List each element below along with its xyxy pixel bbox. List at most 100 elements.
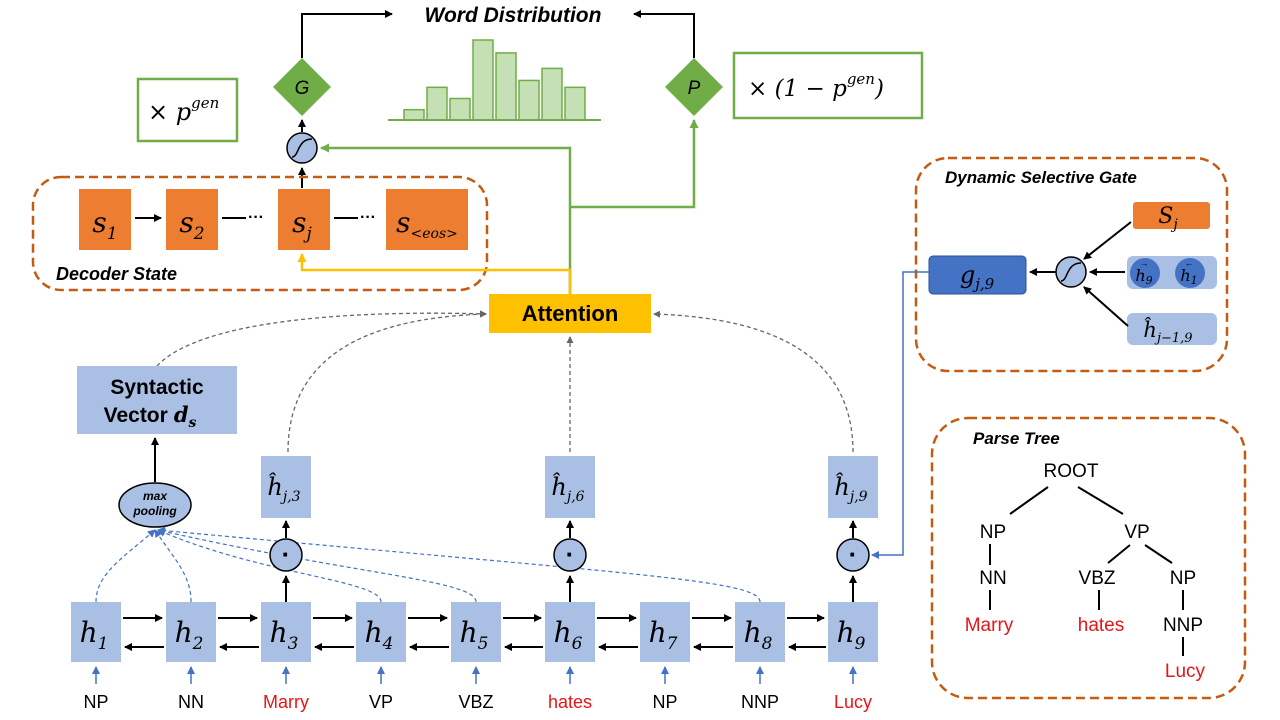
pooling-dashed-link [95,529,156,603]
odot-symbol: · [849,539,858,569]
encoder-cell-label: h4 [365,616,394,654]
gate-h1-text: h1 [1180,266,1197,287]
encoder-cell-box [71,602,121,662]
tree-node-lucy: Lucy [1165,661,1206,682]
tree-node-hates: hates [1078,615,1124,636]
tree-title: Parse Tree [973,429,1060,448]
pgen-text: × pgen [148,94,219,126]
tree-dashed-border [930,416,1247,700]
input-token-label: Lucy [834,692,872,712]
g-to-title-arrow [301,10,393,58]
distribution-bar [426,86,448,121]
decoder-label: Decoder State [56,264,177,284]
encoder-cell-box [166,602,216,662]
selected-hidden-label: ĥj,3 [267,472,300,505]
distribution-bar [403,108,425,121]
encoder-section: h1NPh2NNh3Marryh4VPh5VBZh6hatesh7NPh8NNP… [71,456,878,712]
g-diamond [273,58,331,116]
distribution-bar [449,97,471,121]
decoder-seos-box [386,189,468,250]
selected-hidden-label: ĥj,9 [834,472,867,505]
tree-node-np1: NP [980,522,1006,543]
odot-symbol: · [282,539,291,569]
p-diamond [665,58,723,116]
decoder-seos: s<eos> [396,206,458,242]
top-sigmoid-circle [286,132,318,164]
decoder-dashed-border [31,175,489,292]
max-pooling-ellipse [118,482,192,528]
decoder-sj: sj [292,206,312,244]
one-minus-pgen-sup: gen [847,70,875,88]
encoder-cell-sub: 9 [855,634,866,654]
decoder-sj-box [278,189,330,250]
encoder-cell-box [828,602,878,662]
tree-node-vp: VP [1124,522,1149,543]
selected-hidden-box [545,456,595,518]
syntactic-line1: Syntactic [110,376,204,399]
h3-to-attention-dashed [287,310,487,453]
encoder-cell-base: h [744,616,762,649]
top-sigmoid [286,119,318,188]
gate-h1-circle [1175,258,1205,288]
encoder-cell-sub: 4 [382,634,394,654]
pooling-dashed-link [157,527,477,603]
selected-hidden-label: ĥj,6 [551,472,584,505]
gate-sj-box [1133,202,1210,229]
gate-h1-arrow: ← [1185,258,1194,268]
selected-hidden-box [261,456,311,518]
encoder-cell-sub: 6 [572,634,583,654]
gate-to-h9-odot [871,271,929,559]
pgen-main: × p [148,98,191,126]
top-sigmoid-icon [291,138,313,158]
encoder-cell-base: h [460,616,478,649]
gate-g-box [928,255,1027,295]
encoder-cell-label: h8 [744,616,773,654]
encoder-cell-base: h [175,616,193,649]
attention-to-p-green [570,119,699,209]
distribution-bar [472,39,494,121]
gate-h9-arrow: → [1140,258,1149,268]
input-token-label: NN [178,692,204,712]
encoder-cell-label: h2 [175,616,204,654]
attention-box [489,294,651,333]
word-distribution-title: Word Distribution [425,4,602,27]
encoder-cell-base: h [837,616,855,649]
attention-to-sj-yellow [297,253,572,294]
encoder-cell-label: h6 [554,616,583,654]
max-pooling-line2: pooling [132,504,177,518]
h9-to-attention-dashed [653,310,854,453]
attention-label: Attention [522,301,619,326]
distribution-bar [518,79,540,121]
decoder-ellipsis-2: ··· [360,209,376,226]
p-label: P [688,78,701,99]
encoder-cell-base: h [649,616,667,649]
encoder-cell-base: h [554,616,572,649]
decoder-s1: s1 [92,206,117,244]
g-label: G [295,78,310,99]
attention-connections: Attention [156,119,854,453]
odot-circle [836,538,870,572]
one-minus-pgen-text: × (1 − pgen) [748,70,884,102]
gate-sigmoid-circle [1055,256,1087,288]
decoder-s2-box [166,189,218,250]
distribution-bars [403,39,586,121]
gate-g-text: gj,9 [960,261,995,293]
odot-circle [553,538,587,572]
pgen-box [136,77,239,143]
encoder-cell-base: h [270,616,288,649]
pooling-dashed-link [157,526,761,603]
distribution-bar [564,86,586,121]
input-token-label: VBZ [458,692,493,712]
gate-dashed-border [914,156,1229,373]
encoder-cell-box [545,602,595,662]
encoder-cell-base: h [80,616,98,649]
gate-sigmoid-icon [1060,262,1082,282]
tree-node-nnp: NNP [1163,615,1203,636]
encoder-cell-box [640,602,690,662]
encoder-cell-label: h3 [270,616,299,654]
input-token-label: NP [83,692,108,712]
encoder-cell-sub: 5 [478,634,489,654]
